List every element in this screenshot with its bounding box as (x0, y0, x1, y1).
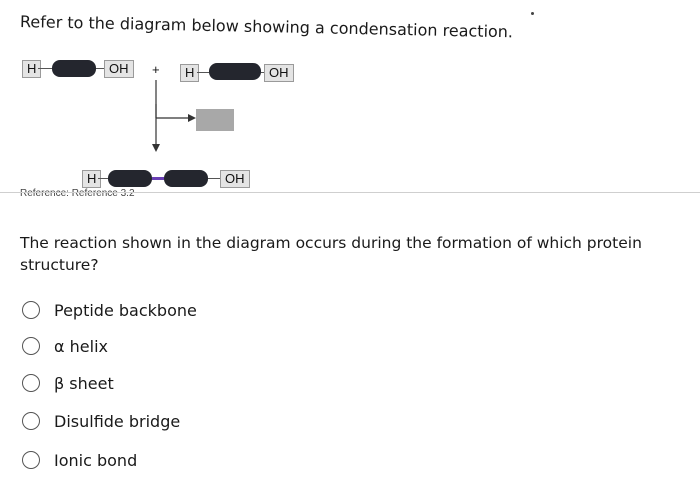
left-oh-line (96, 68, 104, 69)
product-oh-line (208, 178, 220, 179)
stray-mark (531, 12, 534, 15)
plus-sign: + (152, 62, 160, 77)
option-label: Disulfide bridge (54, 411, 181, 431)
water-molecule-box (196, 109, 234, 131)
condensation-diagram: H OH + H OH H OH (0, 0, 700, 210)
divider (0, 192, 700, 193)
option-peptide-backbone[interactable]: Peptide backbone (22, 298, 197, 322)
reference-caption: Reference: Reference 3.2 (20, 188, 135, 199)
right-oh-label: OH (264, 64, 294, 82)
reaction-arrows (152, 80, 196, 152)
option-label: Ionic bond (54, 450, 138, 470)
peptide-bond (152, 177, 164, 180)
question-text: The reaction shown in the diagram occurs… (20, 234, 642, 274)
option-label: Peptide backbone (54, 300, 197, 320)
product-h-label: H (82, 170, 102, 188)
radio-circle-icon[interactable] (22, 451, 40, 469)
option-beta-sheet[interactable]: β sheet (22, 371, 114, 395)
left-bond-line (38, 68, 52, 69)
right-h-label: H (180, 64, 200, 82)
option-ionic-bond[interactable]: Ionic bond (22, 448, 137, 472)
option-disulfide-bridge[interactable]: Disulfide bridge (22, 409, 180, 433)
product-monomer-2 (164, 170, 208, 187)
right-monomer-shape (209, 63, 261, 80)
option-label: α helix (54, 336, 108, 356)
option-alpha-helix[interactable]: α helix (22, 334, 108, 358)
left-h-label: H (22, 60, 42, 78)
left-oh-label: OH (104, 60, 134, 78)
right-bond-line (197, 72, 209, 73)
product-oh-label: OH (220, 170, 250, 188)
radio-circle-icon[interactable] (22, 337, 40, 355)
radio-circle-icon[interactable] (22, 374, 40, 392)
left-monomer-shape (52, 60, 96, 77)
radio-circle-icon[interactable] (22, 301, 40, 319)
product-monomer-1 (108, 170, 152, 187)
option-label: β sheet (54, 373, 114, 393)
radio-circle-icon[interactable] (22, 412, 40, 430)
product-left-line (98, 178, 108, 179)
